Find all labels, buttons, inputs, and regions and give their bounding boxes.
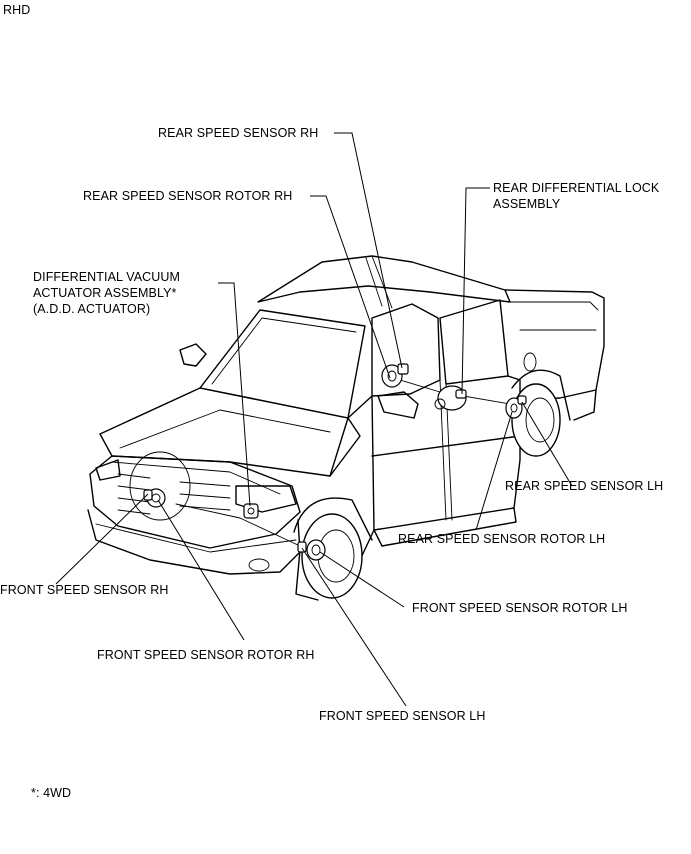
- rear-hub-lh: [505, 395, 527, 419]
- label-rear-diff-lock-line2: ASSEMBLY: [493, 197, 561, 211]
- label-rear-speed-sensor-rotor-rh: REAR SPEED SENSOR ROTOR RH: [83, 189, 293, 203]
- pickup-truck-illustration: [87, 255, 605, 601]
- label-front-speed-sensor-rotor-lh: FRONT SPEED SENSOR ROTOR LH: [412, 601, 628, 615]
- rhd-label: RHD: [3, 3, 31, 17]
- label-front-speed-sensor-rotor-rh: FRONT SPEED SENSOR ROTOR RH: [97, 648, 315, 662]
- label-diff-vacuum-line2: ACTUATOR ASSEMBLY*: [33, 286, 177, 300]
- label-rear-speed-sensor-lh: REAR SPEED SENSOR LH: [505, 479, 664, 493]
- add-actuator: [243, 503, 259, 519]
- footnote: *: 4WD: [31, 786, 72, 800]
- front-hub-lh: [297, 539, 326, 561]
- label-rear-diff-lock-line1: REAR DIFFERENTIAL LOCK: [493, 181, 660, 195]
- label-rear-speed-sensor-rotor-lh: REAR SPEED SENSOR ROTOR LH: [398, 532, 606, 546]
- label-diff-vacuum-line3: (A.D.D. ACTUATOR): [33, 302, 151, 316]
- label-front-speed-sensor-rh: FRONT SPEED SENSOR RH: [0, 583, 169, 597]
- leader-lines: [55, 132, 573, 707]
- rear-differential: [434, 385, 467, 411]
- label-rear-speed-sensor-rh: REAR SPEED SENSOR RH: [158, 126, 319, 140]
- rear-hub-rh: [381, 363, 409, 388]
- front-hub-rh: [143, 488, 166, 508]
- label-diff-vacuum-line1: DIFFERENTIAL VACUUM: [33, 270, 181, 284]
- label-front-speed-sensor-lh: FRONT SPEED SENSOR LH: [319, 709, 486, 723]
